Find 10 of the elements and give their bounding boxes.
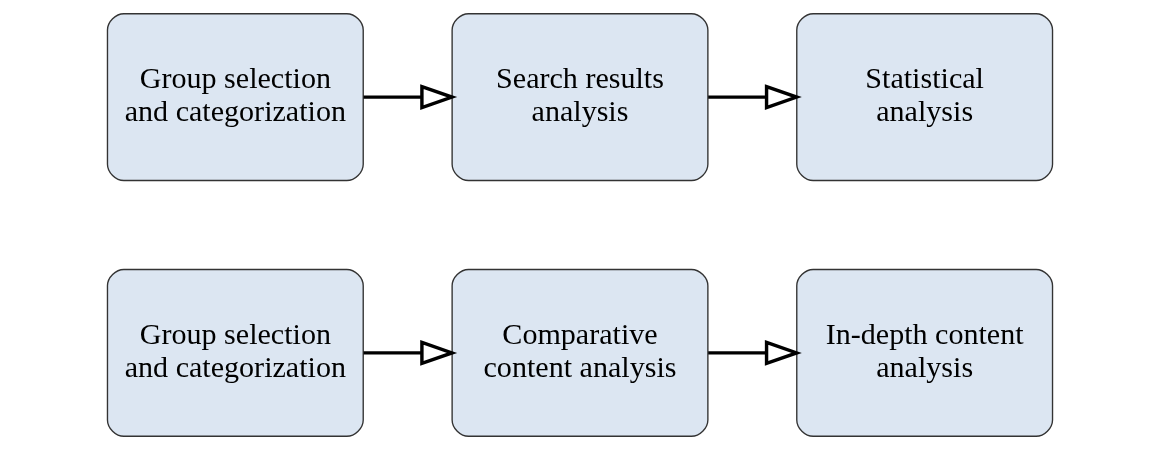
- node-box: In-depth content analysis: [795, 268, 1053, 437]
- node-box: Group selection and categorization: [106, 268, 364, 437]
- node-box: Comparative content analysis: [450, 268, 709, 437]
- arrow: [363, 84, 457, 111]
- node-box: Group selection and categorization: [106, 13, 364, 182]
- arrow: [363, 339, 457, 366]
- arrow: [707, 339, 802, 366]
- arrow: [707, 84, 802, 111]
- node-box: Statistical analysis: [795, 13, 1053, 182]
- node-box: Search results analysis: [450, 13, 709, 182]
